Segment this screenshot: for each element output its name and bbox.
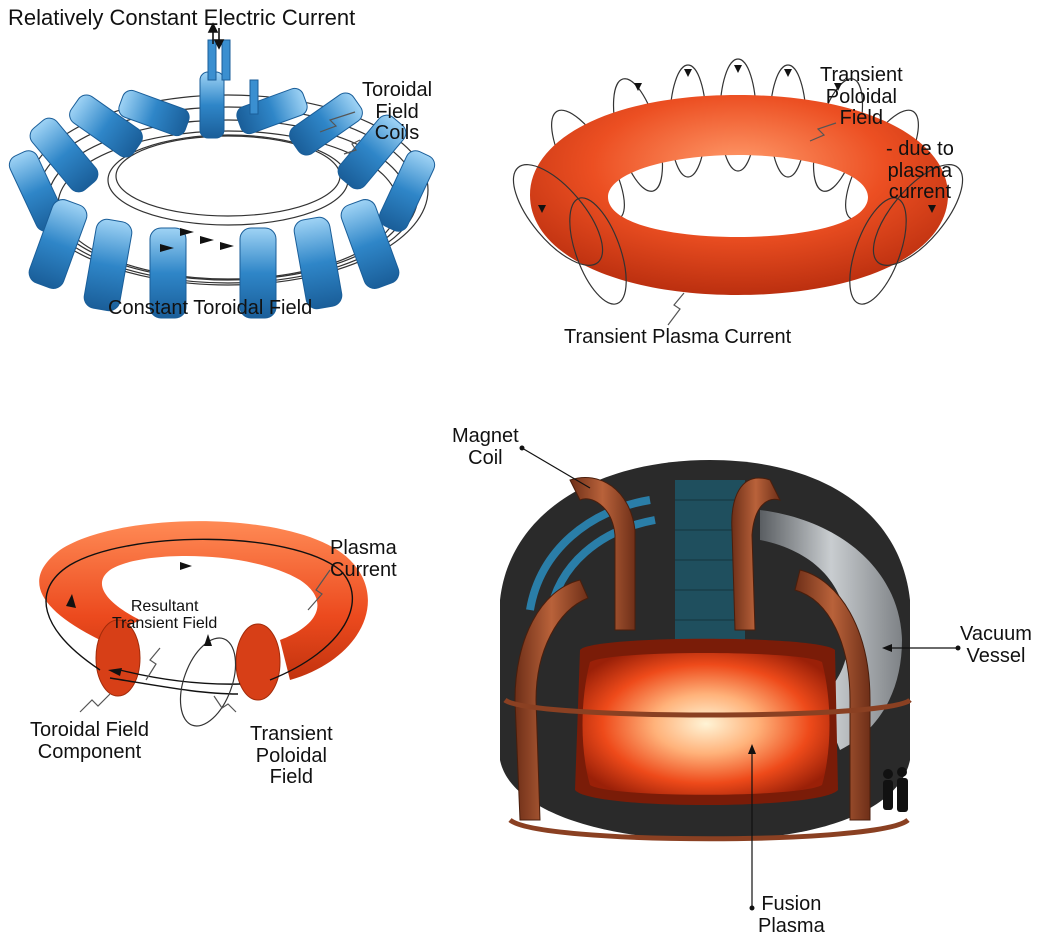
toroidal-coils-panel: Relatively Constant Electric Current Tor…	[0, 0, 470, 330]
plasma-current-panel: Transient Poloidal Field - due to plasma…	[488, 55, 1054, 360]
transient-plasma-current-label: Transient Plasma Current	[564, 327, 791, 349]
fusion-plasma-label: Fusion Plasma	[758, 894, 825, 937]
fusion-plasma	[583, 653, 830, 795]
plasma-torus-illustration	[488, 55, 1054, 360]
constant-toroidal-field-label: Constant Toroidal Field	[108, 298, 312, 320]
plasma-current-label: Plasma Current	[330, 538, 397, 581]
toroidal-field-coils-label: Toroidal Field Coils	[362, 80, 432, 145]
toroidal-field-component-label: Toroidal Field Component	[30, 720, 149, 763]
transient-poloidal-field-bottom-label: Transient Poloidal Field	[250, 724, 333, 789]
magnet-coil-label: Magnet Coil	[452, 426, 519, 469]
transient-poloidal-field-label: Transient Poloidal Field	[820, 65, 903, 130]
tokamak-cutaway-panel: Magnet Coil Vacuum Vessel Fusion Plasma	[440, 400, 1054, 946]
torus-end-right	[236, 624, 280, 700]
resultant-transient-field-label: Resultant Transient Field	[112, 598, 217, 633]
relatively-constant-current-label: Relatively Constant Electric Current	[8, 6, 355, 30]
vacuum-vessel-label: Vacuum Vessel	[960, 624, 1032, 667]
due-to-plasma-current-label: - due to plasma current	[886, 139, 954, 204]
resultant-field-panel: Plasma Current Resultant Transient Field…	[0, 510, 420, 810]
tokamak-illustration	[440, 400, 1054, 946]
toroidal-coils-illustration	[0, 0, 470, 330]
